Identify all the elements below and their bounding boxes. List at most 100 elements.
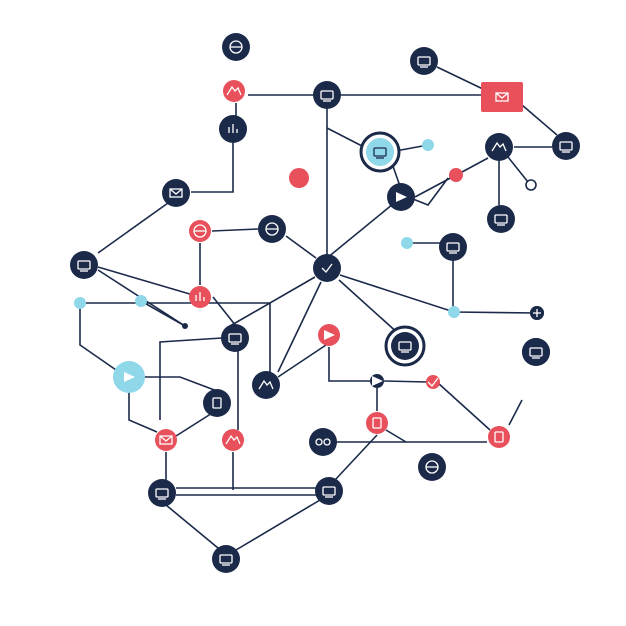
connection-line bbox=[507, 156, 529, 183]
network-node bbox=[530, 306, 544, 320]
network-node bbox=[222, 33, 250, 61]
envelope-icon bbox=[495, 92, 509, 102]
plus-icon bbox=[533, 309, 541, 317]
network-node bbox=[387, 183, 415, 211]
connection-line bbox=[461, 157, 489, 173]
network-node bbox=[481, 82, 523, 112]
network-node bbox=[189, 286, 211, 308]
target-icon bbox=[193, 224, 207, 238]
play-icon bbox=[124, 372, 135, 382]
connection-line bbox=[285, 235, 317, 259]
globe-icon bbox=[265, 222, 279, 236]
network-node bbox=[309, 428, 337, 456]
network-node bbox=[522, 338, 550, 366]
clock-icon bbox=[425, 460, 439, 474]
network-node bbox=[223, 80, 245, 102]
network-node bbox=[315, 477, 343, 505]
refresh-icon bbox=[229, 40, 243, 54]
network-node bbox=[203, 389, 231, 417]
network-node bbox=[148, 479, 176, 507]
network-node bbox=[313, 81, 341, 109]
lock-icon bbox=[372, 417, 382, 429]
network-node bbox=[410, 47, 438, 75]
crown-icon bbox=[226, 85, 242, 96]
network-node bbox=[221, 324, 249, 352]
network-node bbox=[219, 115, 247, 143]
connection-line bbox=[191, 141, 234, 193]
document-icon bbox=[373, 147, 387, 159]
arrow-down-icon bbox=[372, 376, 383, 386]
network-node bbox=[189, 220, 211, 242]
network-node bbox=[525, 179, 537, 191]
connection-line bbox=[326, 203, 394, 259]
key-icon bbox=[228, 124, 238, 133]
network-node bbox=[401, 237, 413, 249]
connection-line bbox=[139, 376, 218, 392]
tablet-icon bbox=[398, 341, 412, 353]
network-node bbox=[487, 205, 515, 233]
connection-line bbox=[211, 228, 259, 232]
monitor-icon bbox=[320, 90, 334, 102]
network-node bbox=[439, 233, 467, 261]
network-node bbox=[384, 325, 426, 367]
glasses-icon bbox=[315, 438, 331, 446]
cloud-icon bbox=[225, 434, 241, 445]
network-node bbox=[155, 429, 177, 451]
checkmark-icon bbox=[321, 263, 333, 273]
network-node bbox=[258, 215, 286, 243]
network-node bbox=[222, 429, 244, 451]
network-node bbox=[448, 306, 460, 318]
connection-line bbox=[383, 380, 429, 383]
connection-line bbox=[79, 303, 120, 373]
check-icon bbox=[427, 377, 439, 387]
connection-line bbox=[326, 127, 363, 147]
hat-icon bbox=[258, 379, 274, 390]
network-node bbox=[488, 426, 510, 448]
connection-line bbox=[277, 342, 330, 378]
network-node bbox=[289, 168, 309, 188]
phone-icon bbox=[494, 431, 504, 443]
server-icon bbox=[322, 486, 336, 498]
network-node bbox=[418, 453, 446, 481]
network-node bbox=[313, 254, 341, 282]
connection-line bbox=[437, 382, 491, 431]
laptop-icon bbox=[155, 488, 169, 500]
network-node bbox=[212, 545, 240, 573]
chart-icon bbox=[195, 292, 205, 301]
connection-line bbox=[436, 66, 486, 91]
connection-line bbox=[508, 399, 523, 426]
network-node bbox=[182, 323, 188, 329]
network-node bbox=[135, 295, 147, 307]
server-icon bbox=[559, 141, 573, 153]
mail-icon bbox=[159, 435, 173, 445]
image-icon bbox=[446, 242, 460, 254]
shield-icon bbox=[212, 397, 222, 409]
paper-plane-icon bbox=[324, 330, 335, 340]
connection-line bbox=[277, 281, 322, 373]
network-node bbox=[366, 412, 388, 434]
connection-line bbox=[140, 300, 186, 327]
connection-line bbox=[338, 279, 401, 336]
network-node bbox=[318, 324, 340, 346]
mountain-icon bbox=[491, 141, 507, 152]
network-node bbox=[370, 374, 384, 388]
connection-line bbox=[328, 347, 370, 382]
laptop-icon bbox=[417, 56, 431, 68]
connection-line bbox=[97, 266, 201, 298]
connection-line bbox=[229, 276, 316, 327]
connection-line bbox=[97, 202, 169, 254]
connection-line bbox=[414, 174, 457, 198]
connection-line bbox=[385, 429, 407, 443]
network-node bbox=[485, 133, 513, 161]
network-node bbox=[74, 297, 86, 309]
network-node bbox=[359, 131, 401, 173]
network-node bbox=[252, 371, 280, 399]
document-icon bbox=[219, 554, 233, 566]
network-node bbox=[113, 361, 145, 393]
network-nodes bbox=[70, 33, 580, 573]
network-node bbox=[162, 179, 190, 207]
mail-icon bbox=[169, 188, 183, 198]
cursor-icon bbox=[396, 192, 407, 202]
connection-line bbox=[212, 296, 237, 327]
calendar-icon bbox=[228, 333, 242, 345]
